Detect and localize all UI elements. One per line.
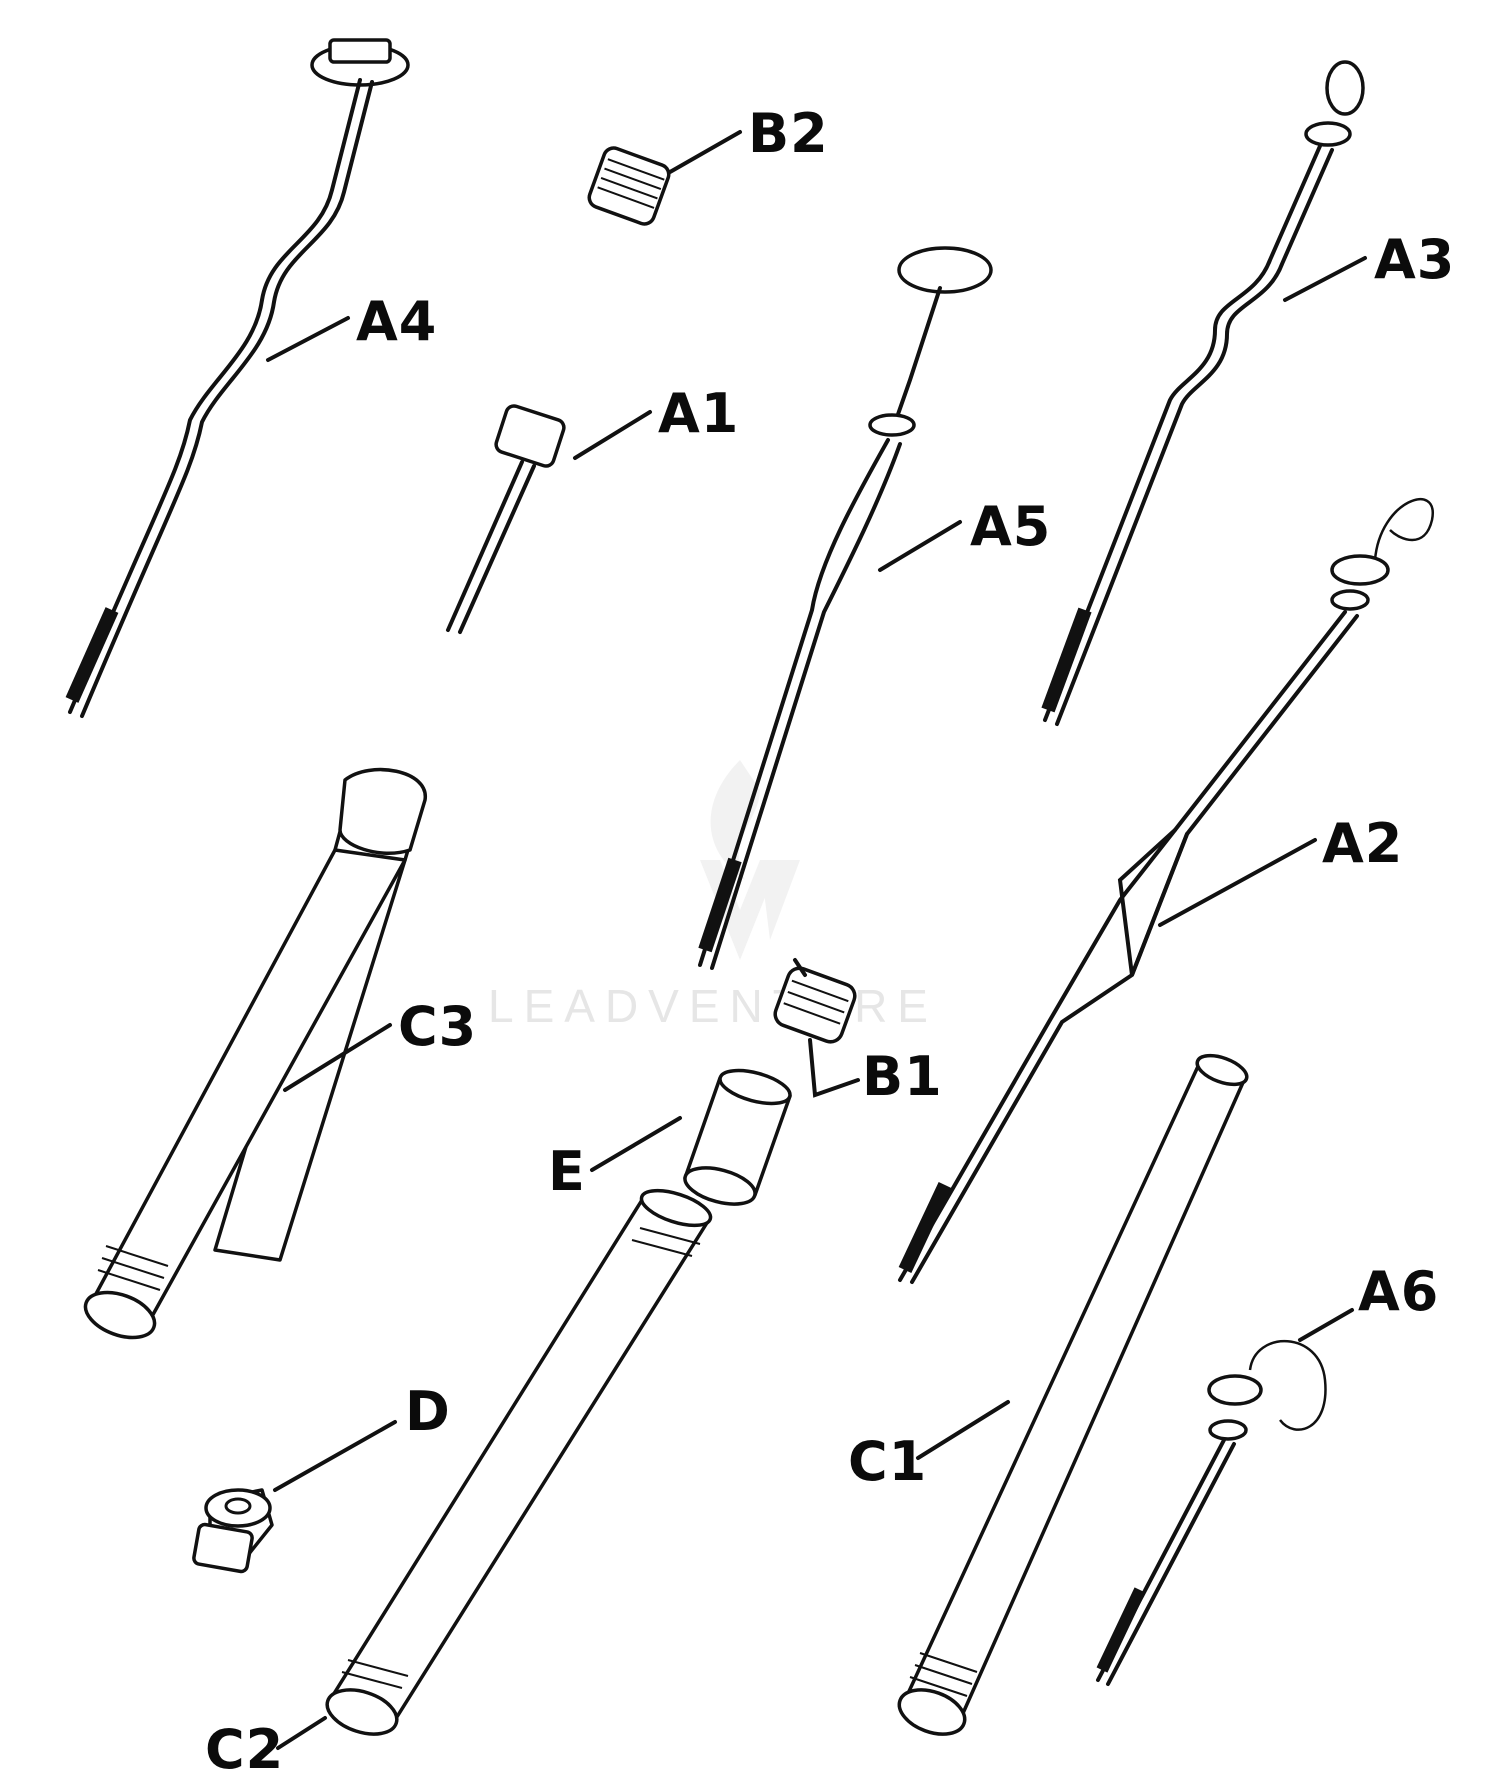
part-d-bushing [192,1488,274,1574]
callout-line-a2 [1158,838,1317,927]
callout-line-e [590,1116,682,1172]
callout-a2: A2 [1322,812,1403,875]
callout-a3: A3 [1374,228,1455,291]
part-a1-dipstick-plug [446,404,566,634]
callout-line-c2 [276,1716,327,1750]
callout-e: E [548,1140,586,1203]
part-c1-tube [897,1053,1249,1736]
callout-line-b1 [808,1038,860,1098]
part-a3-dipstick [1041,60,1365,726]
callout-line-b2 [668,130,742,174]
callout-line-d [273,1420,397,1492]
part-c3-tube [83,767,427,1340]
callout-c3: C3 [398,995,477,1058]
part-b2-plug [587,146,671,226]
callout-line-a6 [1298,1308,1354,1342]
callout-a5: A5 [970,495,1051,558]
callout-a1: A1 [658,382,739,445]
callout-a6: A6 [1358,1260,1439,1323]
callout-c2: C2 [205,1718,284,1781]
part-a6-dipstick [1096,1339,1327,1686]
callout-b2: B2 [748,102,829,165]
callout-line-c1 [916,1400,1010,1460]
part-a2-dipstick [898,498,1434,1284]
callout-line-a5 [878,520,962,572]
part-e-coupling [683,1068,792,1206]
part-b1-plug [773,958,857,1044]
callout-c1: C1 [848,1430,927,1493]
callout-a4: A4 [356,290,437,353]
callout-line-a3 [1283,256,1367,302]
part-a4-dipstick [65,38,410,718]
watermark: LEADVENTURE [488,760,938,1032]
callout-line-c3 [283,1023,392,1092]
part-a5-dipstick [698,246,993,970]
callout-line-a4 [266,316,350,362]
callout-b1: B1 [862,1045,943,1108]
callout-d: D [405,1380,451,1443]
part-c2-tube [325,1188,713,1736]
watermark-text: LEADVENTURE [488,980,938,1032]
callout-line-a1 [573,410,652,460]
